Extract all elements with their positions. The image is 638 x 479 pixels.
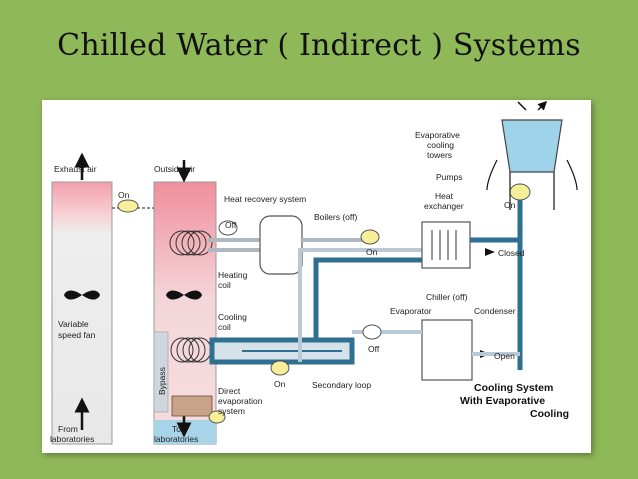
label-evaporator: Evaporator [390,306,432,316]
label-heat-exchanger-2: exchanger [424,201,464,211]
label-on-1: On [118,190,130,200]
label-heating-coil-2: coil [218,280,231,290]
chilled-loop-supply [313,257,422,340]
slide-title: Chilled Water ( Indirect ) Systems [57,28,581,63]
label-evap-towers-3: towers [427,150,452,160]
heat-exchanger [421,221,471,269]
heat-recovery-pump-icon [117,199,139,213]
label-closed: Closed [498,248,525,258]
chiller-unit [421,319,473,381]
secondary-pump-icon [270,360,290,376]
tower-airflow-arrows [486,159,578,191]
label-outside-air: Outside air [154,164,195,174]
diagram-frame: Exhaust air Outside air On Heat recovery… [42,100,591,453]
chilled-loop-return [298,248,422,362]
evap-pump-icon [208,410,226,424]
heating-pump-icon [218,220,238,236]
label-off-2: Off [368,344,380,354]
label-from-lab-2: laboratories [50,434,94,444]
label-on-2: On [274,379,286,389]
label-cooling-system-2: With Evaporative [460,395,545,407]
label-pumps: Pumps [436,172,462,182]
label-open: Open [494,351,515,361]
chiller-pump-icon [362,324,382,340]
label-condenser: Condenser [474,306,516,316]
label-heating-coil-1: Heating [218,270,248,280]
heating-coil-icon [169,230,213,256]
label-chiller: Chiller (off) [426,292,468,302]
label-secondary-loop: Secondary loop [312,380,371,390]
label-evap-towers-1: Evaporative [415,130,460,140]
label-on-3: On [504,200,516,210]
label-direct-evap-1: Direct [218,386,241,396]
label-variable-fan-2: speed fan [58,330,96,340]
label-cooling-coil-1: Cooling [218,312,247,322]
label-evap-towers-2: cooling [427,140,454,150]
evaporative-cooling-tower [501,119,563,173]
label-to-lab-2: laboratories [154,434,198,444]
label-on-4: On [366,247,378,257]
label-from-lab-1: From [58,424,78,434]
label-cooling-coil-2: coil [218,322,231,332]
supply-fan-icon [166,290,202,300]
label-boilers: Boilers (off) [314,212,357,222]
label-cooling-system-1: Cooling System [474,382,553,394]
direct-evaporation-pad [171,395,213,417]
label-off-1: Off [225,220,237,230]
tower-pump-icon [509,183,531,201]
hvac-diagram: Exhaust air Outside air On Heat recovery… [50,100,578,445]
boiler-tank [259,215,303,275]
label-heat-recovery: Heat recovery system [224,194,306,204]
bypass-channel [153,331,169,413]
label-direct-evap-3: system [218,406,245,416]
label-direct-evap-2: evaporation [218,396,263,406]
heat-exchanger-plates [431,230,457,260]
label-cooling-system-3: Cooling [530,408,569,420]
label-to-lab-1: To [172,424,181,434]
closed-valve-icon [485,248,495,256]
label-exhaust-air: Exhaust air [54,164,97,174]
label-variable-fan-1: Variable [58,319,89,329]
label-bypass: Bypass [157,367,167,395]
tower-exhaust-arrows [517,102,546,110]
label-heat-exchanger-1: Heat [435,191,454,201]
exhaust-fan-icon [64,290,100,300]
boiler-pump-icon [360,229,380,245]
